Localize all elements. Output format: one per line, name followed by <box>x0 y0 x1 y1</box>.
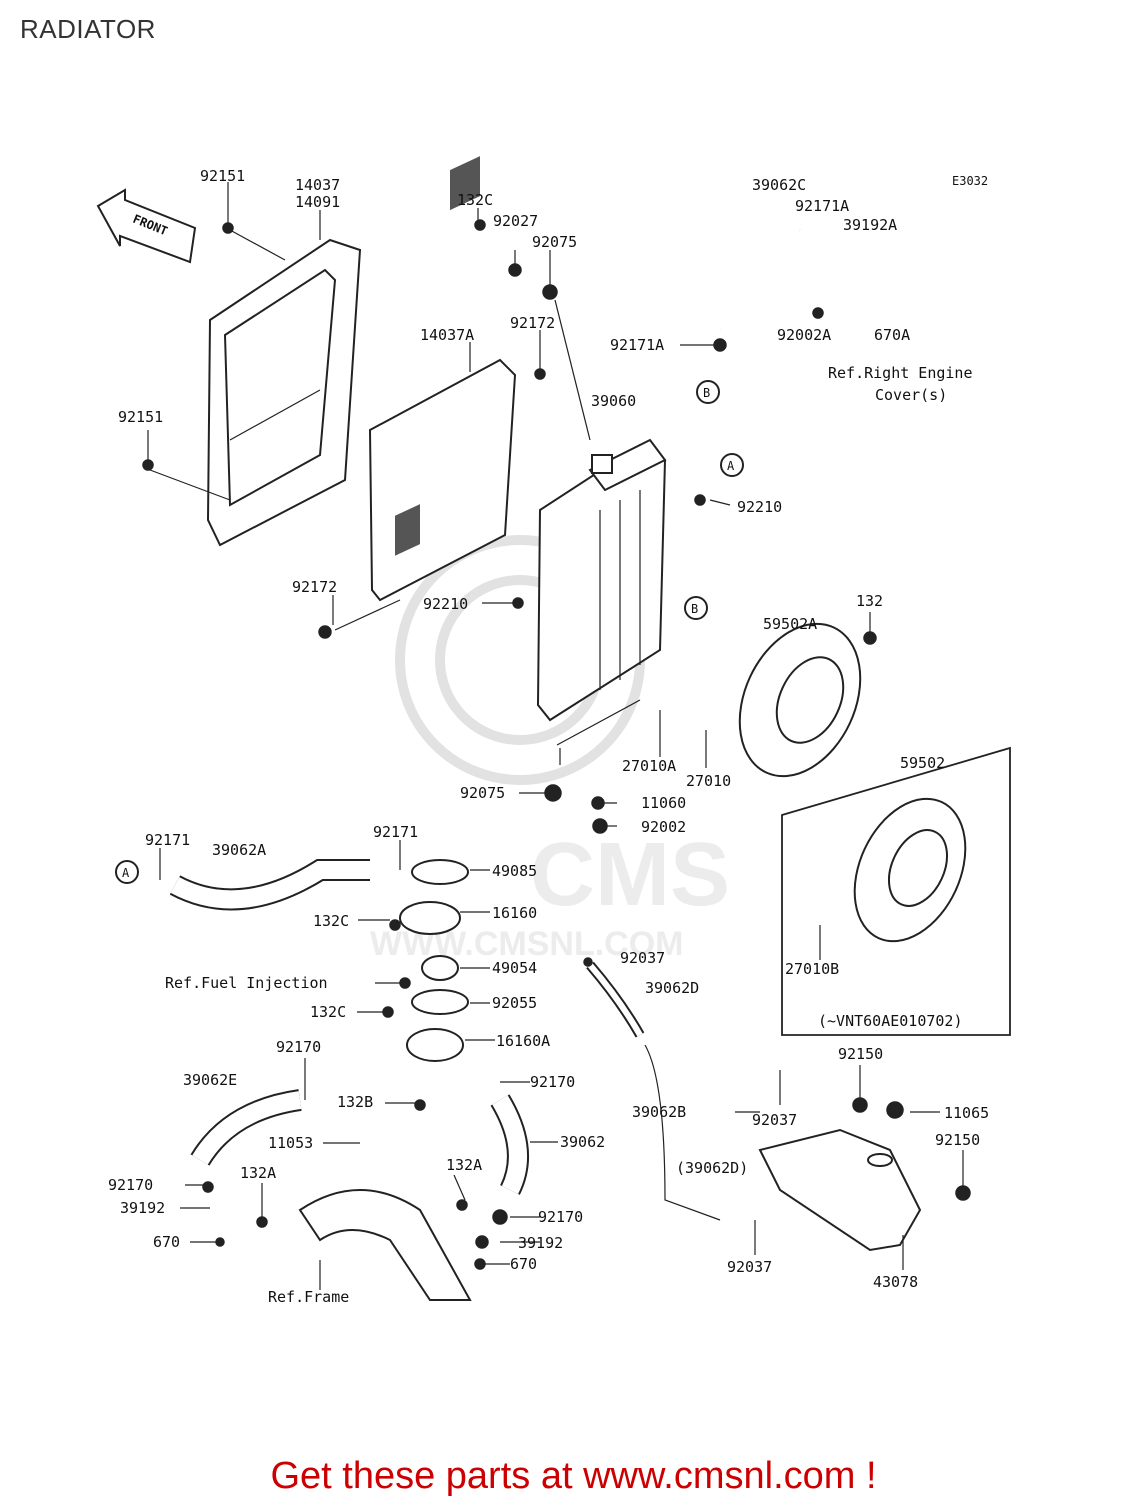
label-92170-top: 92170 <box>276 1038 321 1056</box>
label-92170-right: 92170 <box>530 1073 575 1091</box>
label-27010a: 27010A <box>622 757 676 775</box>
label-39062b: 39062B <box>632 1103 686 1121</box>
label-92151-left: 92151 <box>118 408 163 426</box>
label-132c-top: 132C <box>457 191 493 209</box>
label-39062d-paren: (39062D) <box>676 1159 748 1177</box>
callout-circles: A B B A <box>115 380 744 884</box>
label-16160: 16160 <box>492 904 537 922</box>
label-92210-right: 92210 <box>737 498 782 516</box>
page-title: RADIATOR <box>20 14 156 44</box>
label-92037-top: 92037 <box>620 949 665 967</box>
label-132b: 132B <box>337 1093 373 1111</box>
label-14037a: 14037A <box>420 326 474 344</box>
label-14037: 14037 <box>295 176 340 194</box>
label-49085: 49085 <box>492 862 537 880</box>
label-27010: 27010 <box>686 772 731 790</box>
label-ref-engine-1: Ref.Right Engine <box>828 364 973 382</box>
label-16160a: 16160A <box>496 1032 550 1050</box>
label-92172-top: 92172 <box>510 314 555 332</box>
label-inset-note: (~VNT60AE010702) <box>818 1012 963 1030</box>
label-39062c: 39062C <box>752 176 806 194</box>
label-92170-left: 92170 <box>108 1176 153 1194</box>
label-ref-fuel: Ref.Fuel Injection <box>165 974 328 992</box>
label-49054: 49054 <box>492 959 537 977</box>
label-39192-left: 39192 <box>120 1199 165 1217</box>
watermark: CMS WWW.CMSNL.COM <box>370 535 730 963</box>
thermostat-housing <box>399 859 469 1062</box>
label-39062a: 39062A <box>212 841 266 859</box>
diagram-code: E3032 <box>952 174 988 188</box>
fasteners <box>142 219 971 1270</box>
label-92075-top: 92075 <box>532 233 577 251</box>
label-92037-mid: 92037 <box>752 1111 797 1129</box>
label-132a-right: 132A <box>446 1156 482 1174</box>
front-arrow-icon: FRONT <box>96 188 197 264</box>
footer-cta[interactable]: Get these parts at www.cmsnl.com ! <box>270 1455 877 1497</box>
label-92002a: 92002A <box>777 326 831 344</box>
label-670-right: 670 <box>510 1255 537 1273</box>
label-ref-engine-2: Cover(s) <box>875 386 947 404</box>
radiator-side-cover <box>368 156 517 602</box>
label-39062: 39062 <box>560 1133 605 1151</box>
radiator-exploded-diagram: CMS WWW.CMSNL.COM E3032 FRONT <box>96 156 1011 1306</box>
label-ref-frame: Ref.Frame <box>268 1288 349 1306</box>
circle-a-label-1: A <box>727 459 735 473</box>
watermark-main: CMS <box>530 825 730 925</box>
label-670-left: 670 <box>153 1233 180 1251</box>
label-59502a: 59502A <box>763 615 817 633</box>
label-92150-right: 92150 <box>935 1131 980 1149</box>
label-92002: 92002 <box>641 818 686 836</box>
label-132c-low: 132C <box>310 1003 346 1021</box>
label-92171-left: 92171 <box>145 831 190 849</box>
label-132a-left: 132A <box>240 1164 276 1182</box>
label-132: 132 <box>856 592 883 610</box>
radiator-shroud <box>206 238 362 547</box>
label-92170-bottom: 92170 <box>538 1208 583 1226</box>
label-92027: 92027 <box>493 212 538 230</box>
label-92171a-mid: 92171A <box>610 336 664 354</box>
leader-lines <box>147 182 964 1290</box>
label-92210-left: 92210 <box>423 595 468 613</box>
label-92055: 92055 <box>492 994 537 1012</box>
circle-b-label-1: B <box>703 386 710 400</box>
inset-box <box>781 746 1011 1036</box>
label-92171a-top: 92171A <box>795 197 849 215</box>
radiator-core <box>536 438 667 722</box>
label-92150-top: 92150 <box>838 1045 883 1063</box>
label-11053: 11053 <box>268 1134 313 1152</box>
label-670a: 670A <box>874 326 910 344</box>
label-92037-bottom: 92037 <box>727 1258 772 1276</box>
label-59502: 59502 <box>900 754 945 772</box>
label-92172-bottom: 92172 <box>292 578 337 596</box>
frame-reference <box>298 1189 472 1301</box>
label-39192-right: 39192 <box>518 1234 563 1252</box>
part-labels: 92151 14037 14091 132C 92027 92075 39062… <box>108 167 989 1306</box>
label-14091: 14091 <box>295 193 340 211</box>
label-39062d: 39062D <box>645 979 699 997</box>
label-92171-right: 92171 <box>373 823 418 841</box>
label-92151-top: 92151 <box>200 167 245 185</box>
circle-b-label-2: B <box>691 602 698 616</box>
label-132c-mid: 132C <box>313 912 349 930</box>
label-39060: 39060 <box>591 392 636 410</box>
label-92075-bottom: 92075 <box>460 784 505 802</box>
label-11060: 11060 <box>641 794 686 812</box>
label-27010b: 27010B <box>785 960 839 978</box>
circle-a-label-2: A <box>122 866 130 880</box>
label-39062e: 39062E <box>183 1071 237 1089</box>
hoses <box>169 201 802 1221</box>
cooling-fan-59502a <box>738 622 862 778</box>
label-11065: 11065 <box>944 1104 989 1122</box>
reservoir-tank <box>758 1128 922 1252</box>
label-43078: 43078 <box>873 1273 918 1291</box>
label-39192a: 39192A <box>843 216 897 234</box>
